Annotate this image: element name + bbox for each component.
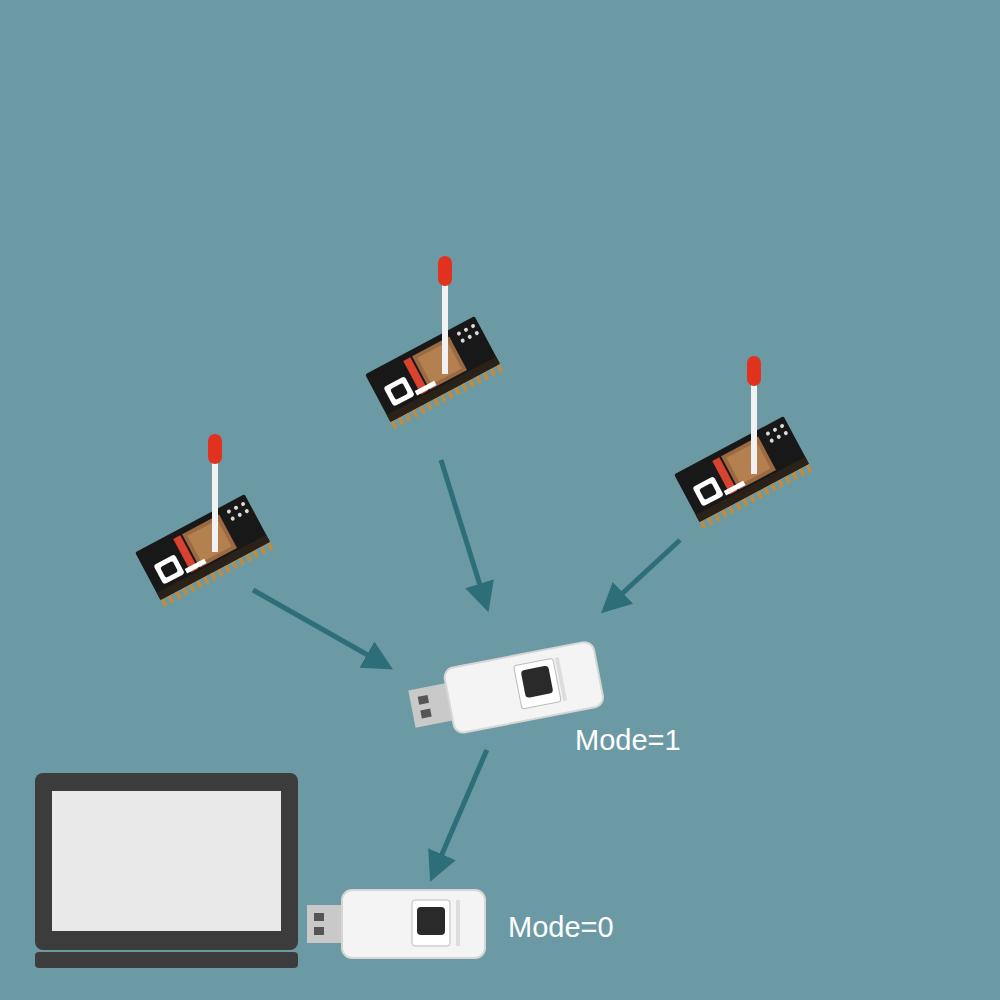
signal-arrows: [253, 460, 680, 662]
radio-module: [135, 434, 274, 607]
mode-label: Mode=1: [575, 725, 681, 757]
connector-arrow: [436, 750, 487, 868]
mode-label: Mode=0: [508, 912, 614, 944]
radio-module: [365, 256, 504, 429]
laptop: [35, 773, 298, 968]
radio-module: [674, 356, 813, 529]
usb-dongle: [307, 890, 485, 958]
usb-dongle-node: Mode=1: [410, 640, 602, 736]
usb-dongle-node: Mode=0: [305, 888, 487, 960]
usb-dongle: [406, 640, 605, 741]
